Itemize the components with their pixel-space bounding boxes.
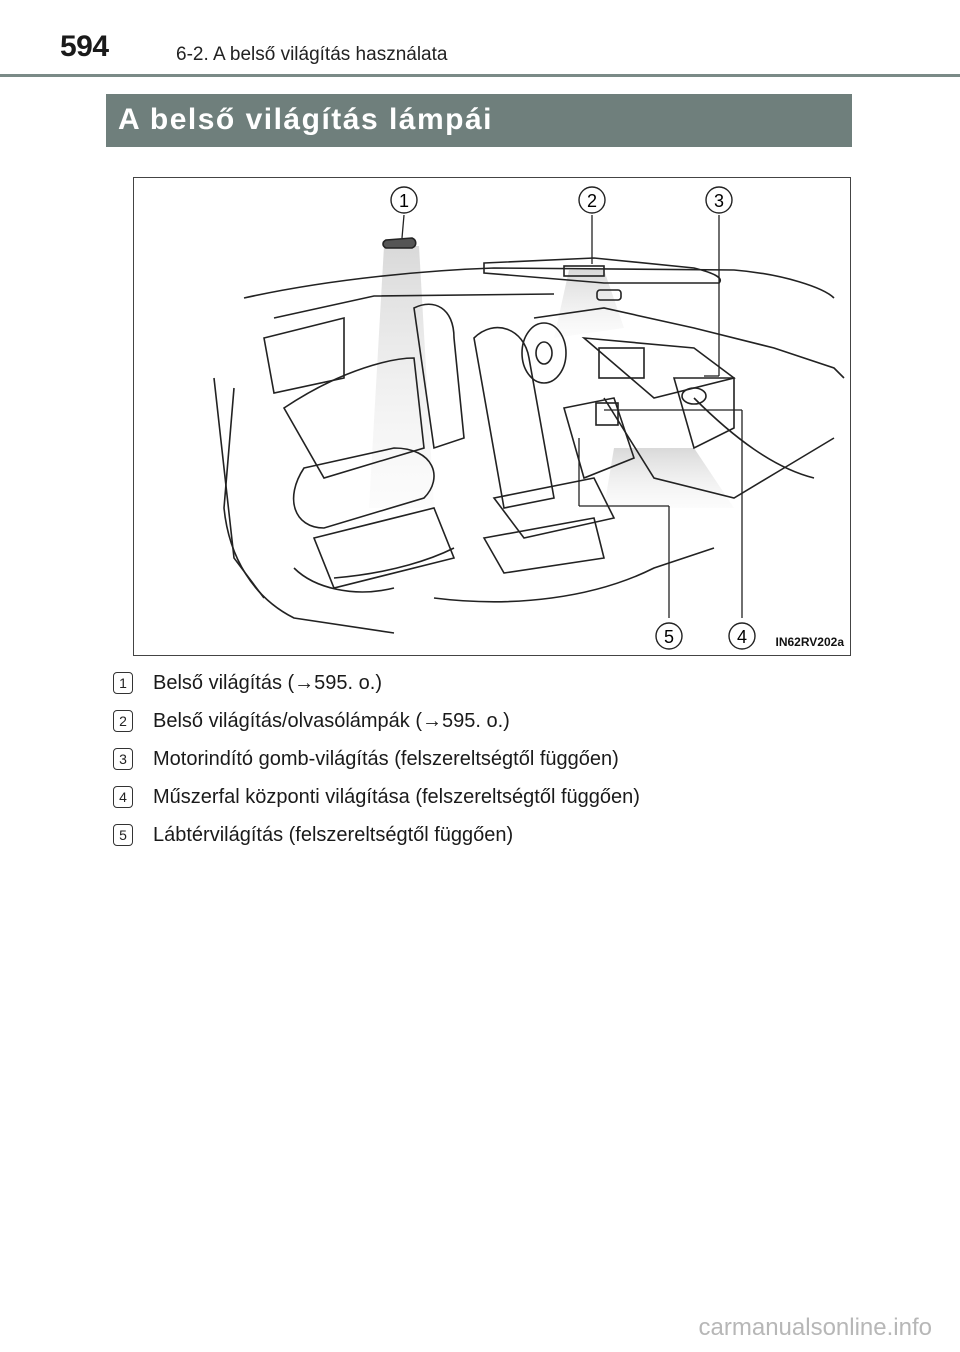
legend-number-badge: 1: [113, 672, 133, 694]
legend-item: 3 Motorindító gomb-világítás (felszerelt…: [113, 740, 853, 778]
legend-text: Műszerfal központi világítása (felszerel…: [153, 785, 640, 808]
watermark: carmanualsonline.info: [698, 1314, 932, 1341]
legend-text: Belső világítás/olvasólámpák (→595. o.): [153, 709, 510, 732]
dome-light-beam: [369, 246, 434, 508]
legend-text: Lábtérvilágítás (felszereltségtől függőe…: [153, 823, 514, 846]
header-divider: [0, 74, 960, 77]
callout-1-label: 1: [399, 191, 409, 211]
callout-3-label: 3: [714, 191, 724, 211]
callout-2-label: 2: [587, 191, 597, 211]
reading-light-beam: [554, 270, 624, 338]
callout-4: 4: [728, 622, 756, 650]
callout-5: 5: [655, 622, 683, 650]
callout-2: 2: [578, 186, 606, 214]
callout-1: 1: [390, 186, 418, 214]
legend-number-badge: 5: [113, 824, 133, 846]
page-header: 594 6-2. A belső világítás használata: [0, 0, 960, 80]
legend-text: Belső világítás (→595. o.): [153, 671, 382, 694]
interior-lights-figure: 1 2 3 4 5 IN62RV202a: [133, 177, 851, 656]
legend-text: Motorindító gomb-világítás (felszereltsé…: [153, 747, 619, 770]
legend-item: 1 Belső világítás (→595. o.): [113, 664, 853, 702]
section-title-bar: A belső világítás lámpái: [106, 94, 852, 147]
legend-item: 4 Műszerfal központi világítása (felszer…: [113, 778, 853, 816]
legend-item: 2 Belső világítás/olvasólámpák (→595. o.…: [113, 702, 853, 740]
callout-3: 3: [705, 186, 733, 214]
legend-number-badge: 3: [113, 748, 133, 770]
callout-5-label: 5: [664, 627, 674, 647]
section-path: 6-2. A belső világítás használata: [176, 44, 448, 65]
section-title: A belső világítás lámpái: [118, 103, 494, 136]
figure-code: IN62RV202a: [775, 635, 845, 649]
page-number: 594: [60, 30, 109, 63]
legend-number-badge: 2: [113, 710, 133, 732]
legend-item: 5 Lábtérvilágítás (felszereltségtől függ…: [113, 816, 853, 854]
footwell-light-beam: [604, 448, 734, 508]
car-interior-illustration: 1 2 3 4 5: [213, 186, 845, 650]
callout-4-label: 4: [737, 627, 747, 647]
legend-list: 1 Belső világítás (→595. o.) 2 Belső vil…: [113, 664, 853, 854]
legend-number-badge: 4: [113, 786, 133, 808]
